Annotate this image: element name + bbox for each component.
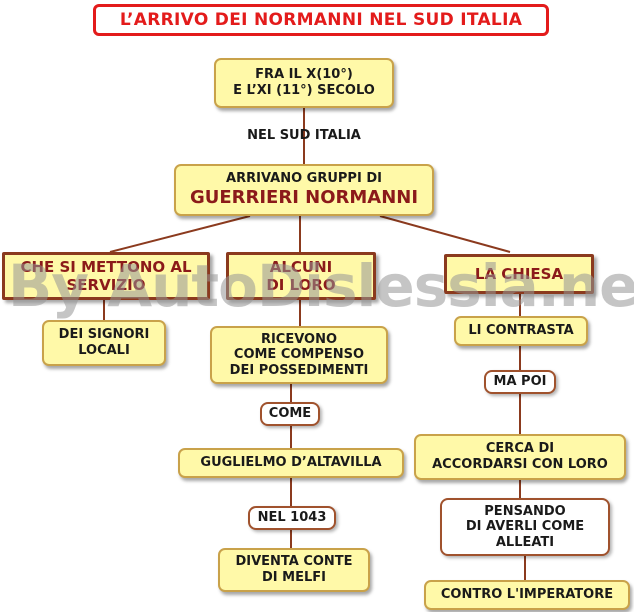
node-against-emperor: CONTRO L'IMPERATORE	[424, 580, 630, 610]
node-seek-agreement: CERCA DI ACCORDARSI CON LORO	[414, 434, 626, 480]
node-count: DIVENTA CONTE DI MELFI	[218, 548, 370, 592]
node-thinking: PENSANDO DI AVERLI COME ALLEATI	[440, 498, 610, 556]
connector-arrivals-left	[109, 215, 251, 253]
node-opposes: LI CONTRASTA	[454, 316, 588, 346]
node-lords: DEI SIGNORI LOCALI	[42, 320, 166, 366]
branch-middle: ALCUNI DI LORO	[226, 252, 376, 300]
label-year: NEL 1043	[248, 506, 336, 530]
label-like: COME	[260, 402, 320, 426]
node-period: FRA IL X(10°) E L’XI (11°) SECOLO	[214, 58, 394, 108]
branch-right: LA CHIESA	[444, 254, 594, 294]
arrivals-line2: GUERRIERI NORMANNI	[189, 187, 419, 208]
label-but-then: MA POI	[484, 370, 556, 394]
arrivals-line1: ARRIVANO GRUPPI DI	[226, 171, 382, 187]
node-arrivals: ARRIVANO GRUPPI DI GUERRIERI NORMANNI	[174, 164, 434, 216]
diagram-title: L’ARRIVO DEI NORMANNI NEL SUD ITALIA	[93, 4, 549, 36]
node-guglielmo: GUGLIELMO D’ALTAVILLA	[178, 448, 404, 478]
label-where: NEL SUD ITALIA	[247, 128, 361, 144]
connector-arrivals-right	[379, 215, 511, 253]
node-reward: RICEVONO COME COMPENSO DEI POSSEDIMENTI	[210, 326, 388, 384]
branch-left: CHE SI METTONO AL SERVIZIO	[2, 252, 210, 300]
